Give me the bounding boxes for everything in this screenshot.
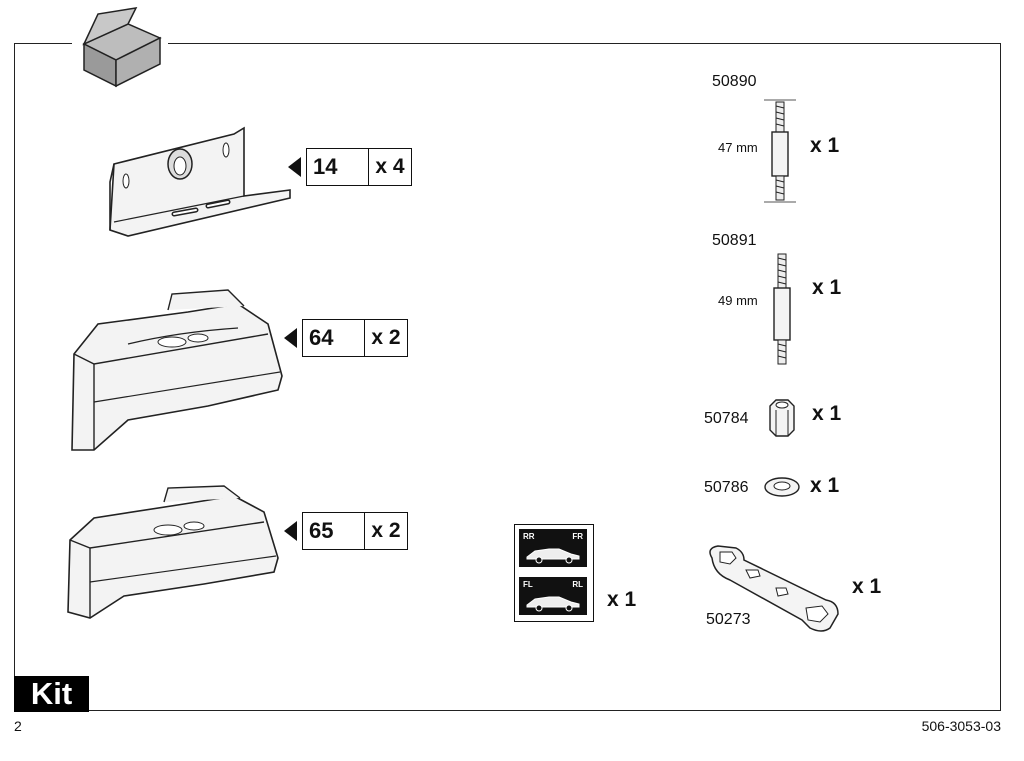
dimension-49: 49 mm bbox=[718, 293, 758, 308]
qty-sticker: x 1 bbox=[607, 588, 637, 611]
callout-quantity: x 2 bbox=[371, 326, 401, 349]
qty-50891: x 1 bbox=[812, 276, 842, 299]
sticker-panel-rear: RR FR bbox=[519, 529, 587, 567]
part-number-50784: 50784 bbox=[704, 410, 749, 427]
foot-pad-icon bbox=[71, 289, 283, 451]
callout-number: 14 bbox=[307, 149, 369, 185]
part-number-50273: 50273 bbox=[706, 611, 751, 628]
washer-icon bbox=[764, 477, 800, 497]
pointer-icon bbox=[288, 157, 301, 177]
qty-50784: x 1 bbox=[812, 402, 842, 425]
part-number-50890: 50890 bbox=[712, 73, 757, 90]
callout-number: 65 bbox=[303, 513, 365, 549]
document-code: 506-3053-03 bbox=[921, 718, 1001, 734]
open-box-icon bbox=[82, 7, 162, 88]
sticker-panel-front: FL RL bbox=[519, 577, 587, 615]
callout-number: 64 bbox=[303, 320, 365, 356]
nut-icon bbox=[769, 399, 795, 437]
foot-pad-icon bbox=[67, 485, 279, 619]
position-sticker-icon: RR FR FL RL bbox=[514, 524, 594, 622]
section-label: Kit bbox=[14, 676, 89, 712]
sticker-label-rr: RR bbox=[523, 532, 535, 541]
car-icon bbox=[526, 548, 580, 564]
page-number: 2 bbox=[14, 718, 22, 734]
callout-quantity: x 2 bbox=[371, 519, 401, 542]
pointer-icon bbox=[284, 328, 297, 348]
dimension-47: 47 mm bbox=[718, 140, 758, 155]
callout-14: 14 x 4 bbox=[288, 148, 412, 186]
qty-50273: x 1 bbox=[852, 575, 882, 598]
page-frame bbox=[14, 43, 1001, 711]
mounting-bracket-icon bbox=[109, 126, 291, 237]
qty-50786: x 1 bbox=[810, 474, 840, 497]
callout-65: 65 x 2 bbox=[284, 512, 408, 550]
sticker-label-rl: RL bbox=[572, 580, 583, 589]
part-number-50891: 50891 bbox=[712, 232, 757, 249]
bolt-icon bbox=[764, 99, 796, 203]
sticker-label-fl: FL bbox=[523, 580, 533, 589]
callout-quantity: x 4 bbox=[375, 155, 405, 178]
wrench-icon bbox=[709, 545, 839, 632]
car-icon bbox=[526, 596, 580, 612]
callout-64: 64 x 2 bbox=[284, 319, 408, 357]
qty-50890: x 1 bbox=[810, 134, 840, 157]
sticker-label-fr: FR bbox=[572, 532, 583, 541]
bolt-icon bbox=[773, 253, 791, 365]
part-number-50786: 50786 bbox=[704, 479, 749, 496]
pointer-icon bbox=[284, 521, 297, 541]
